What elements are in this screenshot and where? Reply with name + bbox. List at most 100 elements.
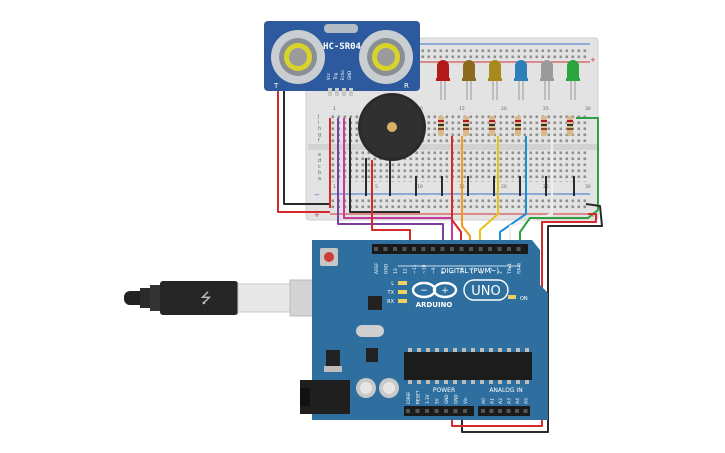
- resistor-row: [438, 116, 573, 136]
- analog-pin-label: A1: [490, 398, 496, 404]
- digital-pin: [412, 247, 416, 251]
- breadboard-jumpers: [365, 158, 575, 196]
- usb-cable: ⭍: [124, 279, 343, 317]
- digital-pin: [497, 247, 502, 251]
- breadboard-column-label: 5: [375, 184, 378, 190]
- board-led-label: L: [391, 281, 394, 287]
- breadboard-row-label: b: [318, 170, 321, 176]
- breadboard-column-label: 25: [543, 106, 549, 112]
- usb-icon: ⭍: [200, 291, 212, 307]
- breadboard-row-label: c: [318, 164, 321, 170]
- breadboard-column-label: 30: [585, 106, 591, 112]
- wire-red-buzzer: [371, 160, 411, 248]
- wire-white-led5: [509, 136, 553, 248]
- led-row: [436, 60, 580, 100]
- digital-pin: [478, 247, 483, 251]
- breadboard-column-label: 1: [333, 106, 336, 112]
- arduino-logo: − +: [411, 281, 458, 299]
- analog-pin: [523, 409, 528, 413]
- analog-pin: [481, 409, 485, 413]
- sensor-pin: [342, 88, 346, 96]
- sensor-pin: [349, 88, 353, 96]
- led: [566, 60, 580, 100]
- wire-purple-trig: [337, 118, 444, 248]
- power-pin-label: IOREF: [406, 391, 411, 404]
- usb-controller-chip: [368, 296, 382, 310]
- arduino-model: UNO: [471, 284, 500, 299]
- wire-red-sensor-vcc: [277, 90, 330, 213]
- breadboard-column-label: 20: [501, 184, 507, 190]
- analog-pin-label: A5: [524, 398, 530, 404]
- digital-pin-label: GND: [384, 263, 390, 274]
- led: [514, 60, 528, 100]
- power-pin-label: GND: [444, 394, 449, 404]
- board-led: [398, 281, 407, 285]
- svg-text:−: −: [314, 191, 320, 199]
- power-pin-label: 3.3V: [425, 394, 430, 404]
- resistor: [515, 116, 521, 136]
- analog-pin: [498, 409, 502, 413]
- led: [462, 60, 476, 100]
- digital-pin: [440, 247, 445, 251]
- svg-text:−: −: [420, 286, 428, 296]
- breadboard-column-label: 1: [333, 184, 336, 190]
- sensor-pin-label: Vcc: [326, 73, 331, 80]
- digital-pin: [393, 247, 397, 251]
- analog-pin-label: A4: [515, 398, 521, 404]
- power-pin: [415, 409, 420, 413]
- wire-yellow-led3: [479, 136, 499, 248]
- analog-header-label: ANALOG IN: [489, 387, 522, 394]
- resistor: [438, 116, 444, 136]
- power-pin: [463, 409, 467, 413]
- wire-black-gnd-power: [461, 203, 603, 433]
- power-pin: [434, 409, 439, 413]
- digital-pin-label: AREF: [374, 262, 380, 274]
- board-led: [398, 299, 407, 303]
- resistor: [489, 116, 495, 136]
- sensor-pin: [335, 88, 339, 96]
- power-pin: [453, 409, 458, 413]
- led: [436, 60, 450, 100]
- digital-pin-label: RX◂0: [517, 263, 523, 274]
- digital-pin-label: 8: [441, 271, 447, 274]
- digital-pin: [488, 247, 492, 251]
- breadboard-column-label: 15: [459, 106, 465, 112]
- arduino-brand: ARDUINO: [416, 301, 453, 309]
- analog-pin-label: A3: [507, 398, 513, 404]
- power-pin-label: Vin: [463, 397, 468, 404]
- led: [488, 60, 502, 100]
- digital-pin: [431, 247, 435, 251]
- breadboard-row-label: e: [318, 152, 321, 158]
- breadboard-column-label: 30: [585, 184, 591, 190]
- on-led-label: ON: [520, 296, 528, 302]
- power-pin-label: GND: [454, 394, 459, 404]
- digital-pin-label: ~6: [460, 267, 466, 274]
- analog-pin-label: A0: [481, 398, 487, 404]
- digital-header-label: DIGITAL (PWM~): [441, 267, 499, 275]
- digital-pin-label: ~3: [488, 267, 494, 274]
- board-led-label: RX: [387, 299, 394, 305]
- digital-pin-label: 13: [393, 268, 399, 274]
- breadboard-row-label: d: [318, 158, 321, 164]
- sensor-side-r: R: [404, 82, 409, 90]
- sensor-transducer-right: [359, 30, 413, 84]
- digital-pin: [507, 247, 511, 251]
- digital-pin: [383, 247, 388, 251]
- microcontroller-chip: [404, 352, 532, 380]
- sensor-pin-label: Echo: [340, 70, 345, 80]
- wire-black-sensor-gnd2: [349, 118, 420, 213]
- voltage-regulator: [326, 350, 340, 368]
- resistor: [541, 116, 547, 136]
- digital-pin: [450, 247, 454, 251]
- breadboard-column-label: 10: [417, 184, 423, 190]
- board-led: [398, 290, 407, 294]
- svg-text:+: +: [590, 56, 596, 64]
- svg-text:+: +: [314, 211, 320, 219]
- breadboard-row-label: i: [318, 120, 319, 126]
- sensor-pin: [328, 88, 332, 96]
- digital-pin-label: 2: [498, 271, 504, 274]
- digital-pin: [459, 247, 464, 251]
